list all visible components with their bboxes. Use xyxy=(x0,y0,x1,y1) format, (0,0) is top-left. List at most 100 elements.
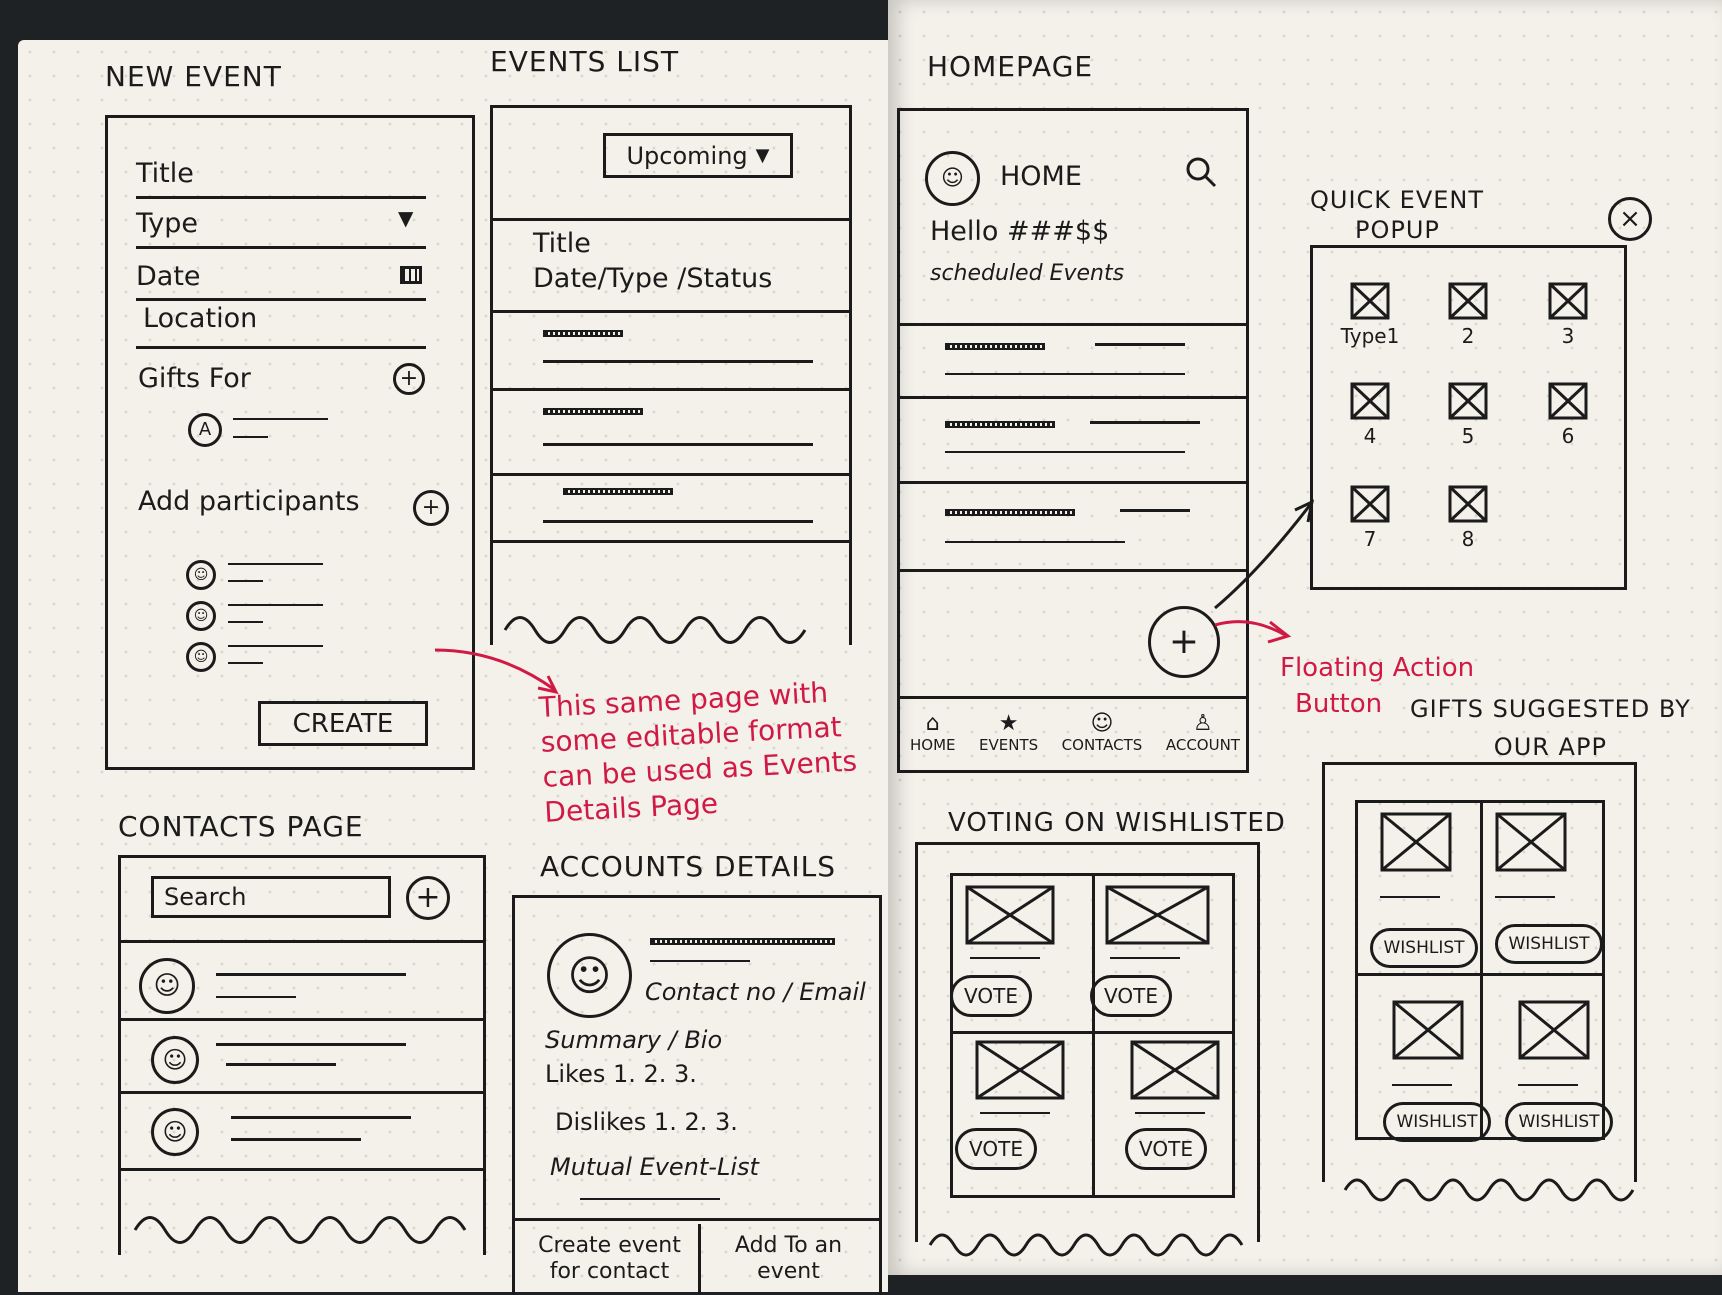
event-card-title[interactable] xyxy=(945,343,1045,350)
event-card-title[interactable] xyxy=(945,509,1075,516)
participant-avatar-icon: ☺ xyxy=(186,601,216,631)
contacts-heading: CONTACTS PAGE xyxy=(118,810,364,843)
divider xyxy=(121,940,483,943)
vote-button[interactable]: VOTE xyxy=(1090,975,1172,1017)
item-caption-line xyxy=(970,957,1040,959)
add-to-event-button[interactable]: Add To an event xyxy=(734,1233,843,1284)
add-contact-button[interactable]: + xyxy=(406,876,450,920)
event-row-line xyxy=(543,443,813,446)
event-type-label: 7 xyxy=(1363,527,1377,551)
event-row-title[interactable] xyxy=(543,408,643,415)
event-type-label: 6 xyxy=(1561,424,1575,448)
voting-heading: VOTING ON WISHLISTED xyxy=(948,808,1286,838)
divider xyxy=(900,396,1246,399)
calendar-icon[interactable] xyxy=(400,266,422,284)
wishlist-button[interactable]: WISHLIST xyxy=(1383,1102,1491,1142)
add-gift-recipient-button[interactable]: + xyxy=(393,363,425,395)
add-participant-button[interactable]: + xyxy=(413,490,449,526)
profile-avatar-icon[interactable]: ☺ xyxy=(925,151,980,206)
voting-screen xyxy=(915,842,1260,1242)
wishlist-button[interactable]: WISHLIST xyxy=(1505,1102,1613,1142)
upcoming-dropdown[interactable]: Upcoming ▼ xyxy=(603,133,793,178)
create-event-for-contact-button[interactable]: Create event for contact xyxy=(521,1224,701,1294)
event-card-title[interactable] xyxy=(945,421,1055,428)
wishlist-button[interactable]: WISHLIST xyxy=(1370,928,1478,968)
nav-home[interactable]: ⌂HOME xyxy=(910,711,956,754)
event-row-title[interactable] xyxy=(563,488,673,495)
title-field-line[interactable] xyxy=(136,196,426,199)
contact-name-line[interactable] xyxy=(216,1043,406,1046)
type-dropdown-arrow-icon[interactable]: ▼ xyxy=(398,206,414,230)
contact-name-line[interactable] xyxy=(216,973,406,976)
divider xyxy=(515,1218,879,1221)
event-type-label: 2 xyxy=(1461,324,1475,348)
account-heading: ACCOUNTS DETAILS xyxy=(540,850,836,883)
close-icon[interactable]: × xyxy=(1608,197,1652,241)
item-caption-line xyxy=(1518,1084,1578,1086)
account-name xyxy=(650,938,835,945)
grid-divider xyxy=(1480,803,1483,1137)
quick-event-heading-line: POPUP xyxy=(1355,216,1440,244)
vote-button[interactable]: VOTE xyxy=(1125,1128,1207,1170)
gift-recipient-line xyxy=(233,436,268,438)
search-icon[interactable] xyxy=(1182,153,1222,193)
participant-line xyxy=(228,645,323,647)
greeting: Hello ###$$ xyxy=(930,216,1110,247)
event-row-line xyxy=(543,360,813,363)
image-placeholder-icon xyxy=(1350,382,1390,420)
event-card-line xyxy=(1090,421,1200,424)
events-details-annotation: This same page with some editable format… xyxy=(538,674,860,830)
gifts-heading: GIFTS SUGGESTED BY OUR APP xyxy=(1410,690,1691,766)
account-avatar-icon: ☺ xyxy=(547,933,632,1018)
contact-info-label: Contact no / Email xyxy=(645,978,866,1006)
type-field-line[interactable] xyxy=(136,246,426,249)
vote-button[interactable]: VOTE xyxy=(950,975,1032,1017)
home-title: HOME xyxy=(1000,161,1082,192)
new-event-heading: NEW EVENT xyxy=(105,60,282,93)
create-button[interactable]: CREATE xyxy=(258,701,428,746)
location-field-line[interactable] xyxy=(136,346,426,349)
wishlist-button[interactable]: WISHLIST xyxy=(1495,924,1603,964)
location-field-label: Location xyxy=(143,303,258,334)
type-field-label: Type xyxy=(136,208,199,239)
participant-line xyxy=(228,604,323,606)
divider xyxy=(493,388,849,391)
fab-annotation: Floating Action Button xyxy=(1280,650,1474,722)
date-field-line[interactable] xyxy=(136,298,426,301)
floating-action-button[interactable]: + xyxy=(1148,606,1220,678)
divider xyxy=(493,473,849,476)
wavy-edge xyxy=(928,1233,1244,1257)
nav-contacts[interactable]: ☺CONTACTS xyxy=(1062,711,1143,754)
vote-button[interactable]: VOTE xyxy=(955,1128,1037,1170)
contact-detail-line xyxy=(231,1138,361,1141)
events-list-screen: Upcoming ▼ Title Date/Type /Status xyxy=(490,105,852,645)
divider xyxy=(900,481,1246,484)
nav-events[interactable]: ★EVENTS xyxy=(979,711,1038,754)
gifts-heading-line: GIFTS SUGGESTED BY xyxy=(1410,695,1691,723)
item-caption-line xyxy=(1495,896,1555,898)
likes-label: Likes 1. 2. 3. xyxy=(545,1060,697,1088)
participant-line xyxy=(228,621,263,623)
gifts-for-label: Gifts For xyxy=(138,363,251,394)
wavy-edge xyxy=(133,1216,467,1244)
add-participants-label: Add participants xyxy=(138,486,360,517)
nav-account[interactable]: ♙ACCOUNT xyxy=(1166,711,1240,754)
homepage-heading: HOMEPAGE xyxy=(927,50,1094,83)
event-card-line xyxy=(1095,343,1185,346)
nav-account-label: ACCOUNT xyxy=(1165,736,1240,754)
account-screen: ☺ Contact no / Email Summary / Bio Likes… xyxy=(512,895,882,1295)
image-placeholder-icon xyxy=(1448,282,1488,320)
event-type-label: Type1 xyxy=(1340,324,1400,348)
quick-event-popup xyxy=(1310,245,1627,590)
image-placeholder-icon xyxy=(1350,485,1390,523)
contact-name-line[interactable] xyxy=(231,1116,411,1119)
participant-line xyxy=(228,580,263,582)
event-row-title[interactable] xyxy=(543,330,623,337)
search-input[interactable]: Search xyxy=(151,876,391,918)
annotation-line: Button xyxy=(1295,689,1383,719)
title-field-label: Title xyxy=(136,158,194,189)
participant-avatar-icon: ☺ xyxy=(186,642,216,672)
event-type-label: 5 xyxy=(1461,424,1475,448)
image-placeholder-icon xyxy=(975,1040,1065,1100)
bottom-nav: ⌂HOME ★EVENTS ☺CONTACTS ♙ACCOUNT xyxy=(910,711,1240,754)
